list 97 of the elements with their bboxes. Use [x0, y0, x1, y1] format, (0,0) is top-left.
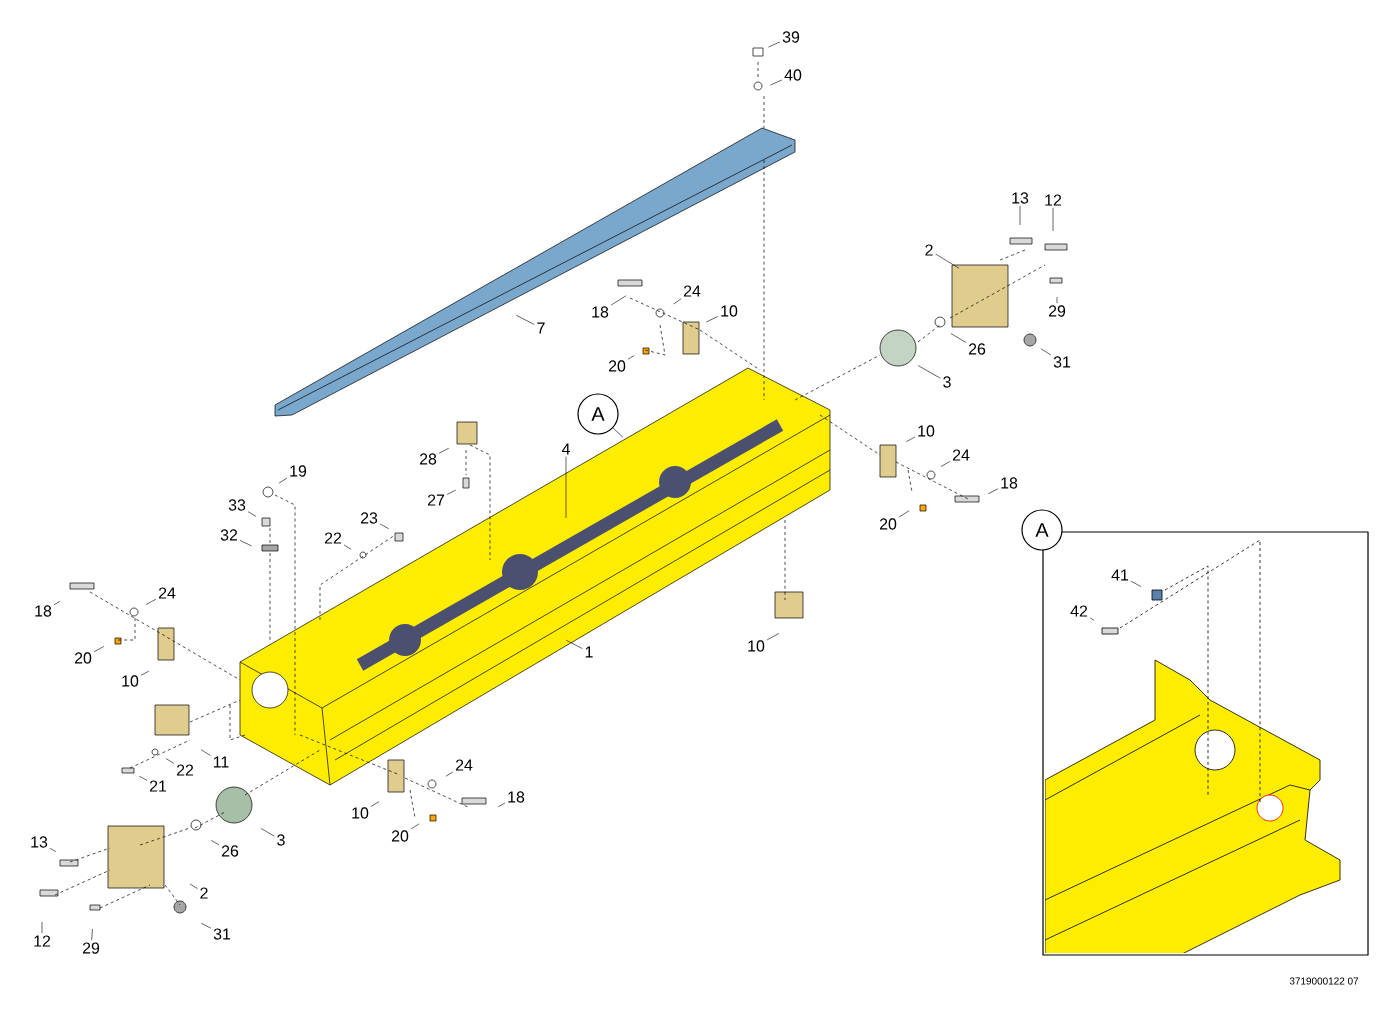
leader-line [410, 823, 420, 830]
leader-line [189, 883, 198, 889]
leader-line [1040, 348, 1052, 356]
callout-number: 22 [324, 532, 342, 544]
callout-number: 7 [537, 322, 545, 334]
leader-line [445, 771, 454, 777]
callout-number: 42 [1070, 605, 1088, 617]
callout-number: 27 [427, 494, 445, 506]
leader-line [438, 447, 450, 454]
leader-line [673, 298, 682, 305]
callout-number: 41 [1111, 569, 1129, 581]
document-number: 3719000122 07 [1289, 977, 1359, 985]
callout-number: 26 [968, 343, 986, 355]
callout-number: 18 [508, 791, 525, 803]
leader-line [91, 928, 93, 941]
leader-line [515, 314, 535, 325]
callout-number: 24 [158, 587, 176, 599]
callout-number: 3 [943, 376, 951, 388]
callout-number: 1 [585, 646, 593, 658]
leader-line [93, 646, 105, 653]
leader-line [950, 333, 967, 343]
leader-line [898, 510, 910, 518]
leader-line [379, 523, 390, 529]
leader-line [770, 79, 783, 86]
callout-number: 12 [34, 935, 51, 947]
callout-number: 20 [879, 518, 897, 530]
leader-line [260, 828, 275, 837]
callout-number: 40 [784, 69, 802, 81]
leader-line [610, 295, 627, 306]
leader-line [343, 544, 352, 550]
leader-line [706, 316, 719, 323]
leader-line [140, 670, 150, 676]
leader-line [1056, 296, 1058, 304]
leader-line [1130, 580, 1142, 587]
callout-number: 26 [221, 845, 239, 857]
callout-number: 24 [952, 449, 970, 461]
callout-number: 10 [748, 640, 765, 652]
callout-number: 20 [391, 830, 409, 842]
leader-line [239, 540, 252, 547]
callout-number: 10 [918, 425, 935, 437]
leader-line [138, 775, 148, 781]
leader-line [210, 840, 220, 846]
callout-number: 10 [122, 675, 139, 687]
callout-number: 18 [592, 306, 609, 318]
callout-number: 23 [360, 512, 378, 524]
callout-number: 13 [1012, 192, 1029, 204]
leader-line [370, 801, 380, 807]
callout-number: 31 [1053, 356, 1071, 368]
leader-line [247, 511, 257, 517]
callout-number: 29 [1048, 305, 1066, 317]
callout-number: 2 [200, 887, 208, 899]
leader-line [53, 601, 61, 606]
callout-number: 12 [1045, 194, 1062, 206]
leader-line [1019, 205, 1021, 226]
callout-number: 10 [721, 305, 738, 317]
callout-number: 29 [82, 942, 100, 954]
leader-line [917, 365, 941, 379]
callout-number: 21 [149, 780, 167, 792]
callout-number: 22 [176, 764, 194, 776]
leader-line [1052, 207, 1054, 232]
leader-line [49, 848, 57, 852]
leader-line [565, 639, 583, 649]
leader-line [935, 253, 960, 269]
callout-number: 39 [782, 31, 800, 43]
leader-line [766, 633, 780, 641]
callout-number: 20 [74, 652, 92, 664]
leader-line [446, 489, 456, 495]
callout-number: 3 [277, 834, 285, 846]
callout-number: 10 [352, 807, 369, 819]
leader-line [145, 598, 157, 605]
callout-number: 11 [213, 756, 229, 768]
callout-number: 24 [683, 285, 701, 297]
leader-line [940, 461, 951, 467]
leader-line [200, 922, 212, 929]
callout-number: 20 [608, 360, 626, 372]
leader-line [497, 802, 506, 807]
callout-number: 28 [419, 453, 437, 465]
callout-number: 18 [35, 605, 52, 617]
callout-number: 4 [561, 443, 570, 455]
leader-line [905, 436, 916, 442]
callout-number: 13 [31, 836, 48, 848]
leader-line [1089, 617, 1095, 621]
callout-number: 18 [1001, 477, 1018, 489]
callout-number: 24 [455, 759, 473, 771]
leader-line [200, 749, 211, 756]
callout-number: 33 [228, 499, 246, 511]
callout-number: 2 [925, 244, 933, 256]
leader-line [41, 921, 43, 934]
leader-line [987, 488, 999, 495]
leader-line [612, 427, 624, 438]
callout-number: 32 [220, 529, 238, 541]
leader-line [768, 41, 781, 48]
leader-line [165, 758, 175, 764]
callout-number: 31 [213, 928, 231, 940]
callout-number: 19 [290, 465, 307, 477]
leader-line [278, 477, 288, 484]
leader-line [627, 355, 635, 360]
